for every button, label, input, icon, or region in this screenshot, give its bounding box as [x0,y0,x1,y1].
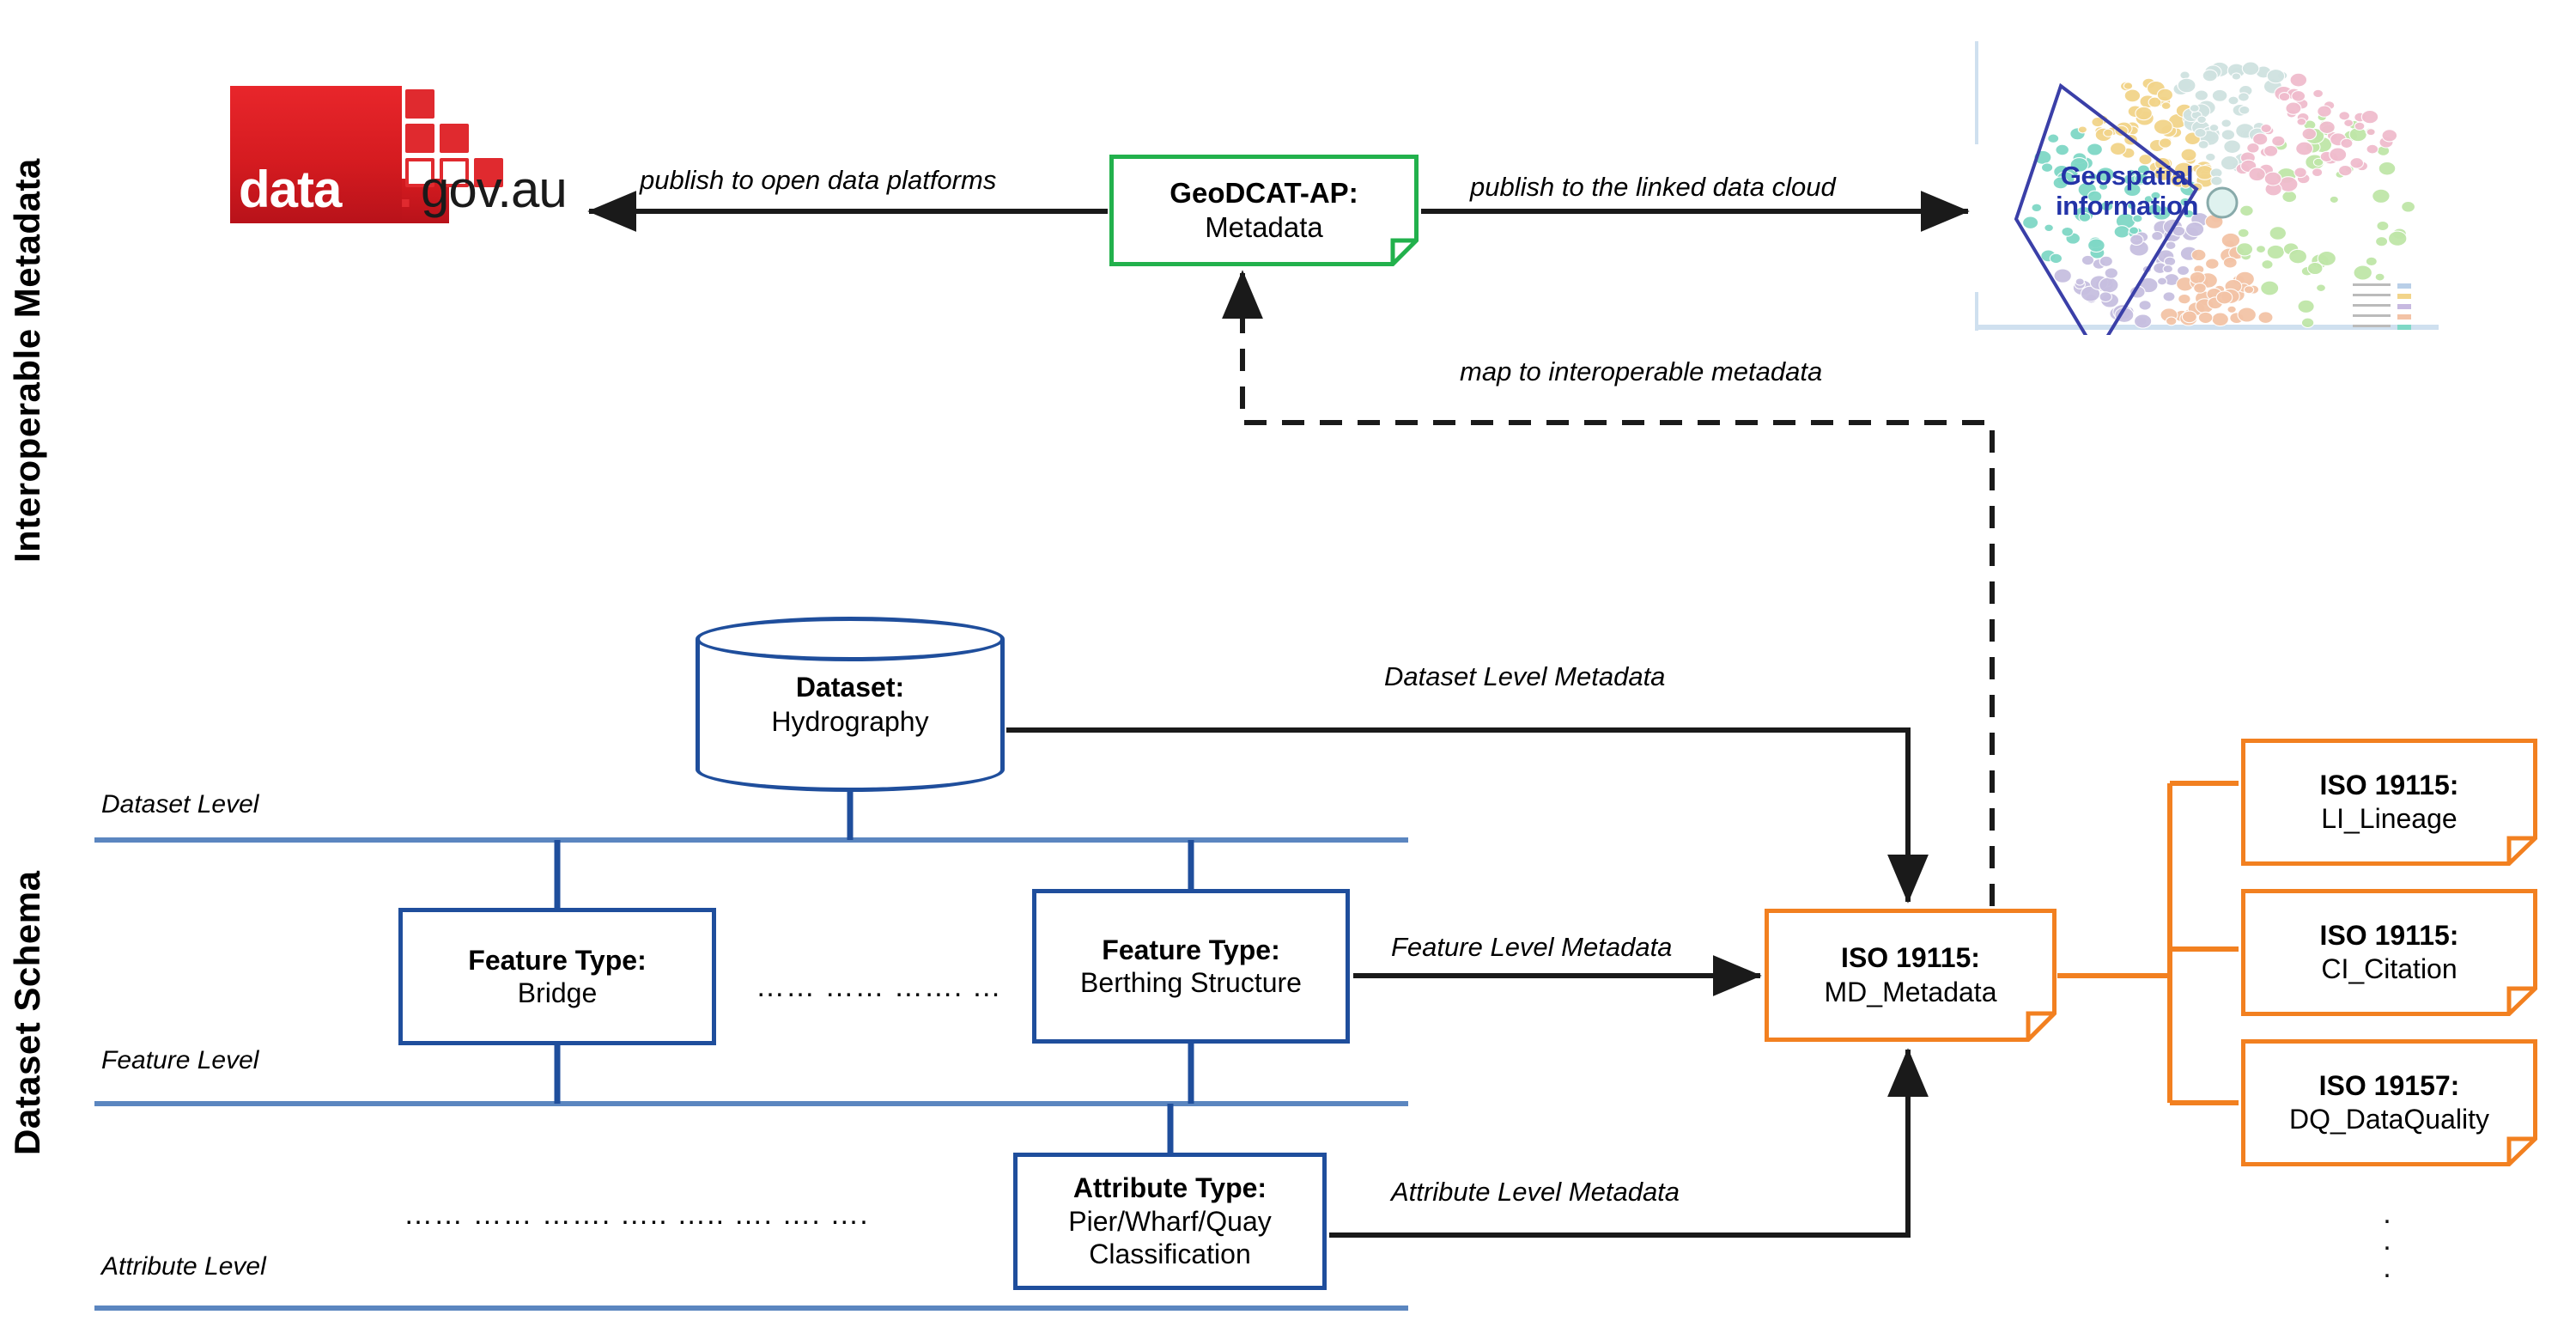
geodcat-ap-note-shape [1109,155,1419,266]
attribute-type-subtitle: Pier/Wharf/Quay [1068,1205,1272,1237]
edge-label-map-interoperable: map to interoperable metadata [1460,356,1823,386]
attribute-type-subtitle2: Classification [1089,1239,1251,1270]
logo-dot: . [398,161,413,218]
li-lineage-note-shape [2241,739,2537,866]
feature-bridge-subtitle: Bridge [517,977,598,1008]
edge-label-dataset-level-metadata: Dataset Level Metadata [1384,661,1666,691]
logo-wordmark-data: data [239,161,342,218]
level-label-dataset: Dataset Level [101,790,259,819]
dataset-subtitle: Hydrography [771,706,929,737]
li-lineage-subtitle: LI_Lineage [2321,803,2458,834]
lod-hub-node [2206,186,2239,219]
iso-19115-md-metadata-box[interactable]: ISO 19115: MD_Metadata [1765,909,2057,1042]
cylinder-bottom-cover [700,746,1000,770]
feature-berthing-title: Feature Type: [1102,934,1280,965]
section-label-interoperable-metadata: Interoperable Metadata [7,158,47,563]
dq-dataquality-note-shape [2241,1039,2537,1166]
ci-citation-title: ISO 19115: [2319,919,2459,951]
geodcat-ap-box[interactable]: GeoDCAT-AP: Metadata [1109,155,1419,266]
attribute-type-title: Attribute Type: [1072,1172,1267,1204]
feature-type-berthing-structure-box[interactable]: Feature Type: Berthing Structure [1032,889,1350,1044]
edge-label-attribute-level-metadata: Attribute Level Metadata [1391,1177,1680,1207]
dq-dataquality-subtitle: DQ_DataQuality [2289,1104,2489,1135]
arrow-dataset-level-metadata [1006,727,1929,904]
lod-frame-bottom [1975,325,2439,330]
edge-label-publish-open-data: publish to open data platforms [640,165,997,195]
cylinder-bottom-ellipse [696,747,1005,792]
logo-square-4 [440,124,469,153]
logo-square-3 [405,158,434,187]
data-gov-au-logo: data . gov.au [230,86,591,223]
edge-label-publish-linked-cloud: publish to the linked data cloud [1470,172,1836,202]
md-metadata-subtitle: MD_Metadata [1824,976,1997,1007]
ci-citation-note-shape [2241,889,2537,1016]
iso-19157-dq-dataquality-box[interactable]: ISO 19157: DQ_DataQuality [2241,1039,2537,1166]
li-lineage-title: ISO 19115: [2319,769,2459,800]
md-metadata-title: ISO 19115: [1841,942,1980,974]
attribute-row-ellipsis: …… …… ……. ….. ….. …. …. …. [404,1198,869,1231]
logo-wordmark-govau: gov.au [421,161,568,218]
geospatial-information-callout-label: Geospatial information [2055,161,2199,221]
logo-square-2 [405,124,434,153]
ci-citation-subtitle: CI_Citation [2321,953,2458,984]
dataset-cylinder-label: Dataset: Hydrography [696,670,1005,739]
cylinder-top-ellipse [696,617,1005,661]
level-label-attribute: Attribute Level [101,1252,266,1281]
dataset-cylinder[interactable]: Dataset: Hydrography [696,617,1005,793]
feature-row-ellipsis: …… …… ……. … [756,971,1002,1003]
feature-bridge-title: Feature Type: [468,944,647,976]
attribute-type-box[interactable]: Attribute Type: Pier/Wharf/Quay Classifi… [1013,1153,1327,1290]
iso-19115-ci-citation-box[interactable]: ISO 19115: CI_Citation [2241,889,2537,1016]
md-metadata-note-shape [1765,909,2057,1042]
logo-square-1 [405,89,434,119]
lod-cloud-graph [2014,61,2416,335]
feature-type-bridge-box[interactable]: Feature Type: Bridge [398,908,716,1045]
level-label-feature: Feature Level [101,1046,259,1074]
edge-label-feature-level-metadata: Feature Level Metadata [1391,932,1673,962]
lod-legend [2353,283,2411,330]
logo-square-6 [474,158,503,187]
iso-boxes-vertical-ellipsis: ... [2383,1197,2391,1284]
linked-open-data-cloud-image: Geospatial information [1975,34,2439,335]
dq-dataquality-title: ISO 19157: [2318,1069,2460,1101]
geodcat-ap-title: GeoDCAT-AP: [1170,176,1358,209]
logo-square-5 [440,158,469,187]
iso-19115-li-lineage-box[interactable]: ISO 19115: LI_Lineage [2241,739,2537,866]
dataset-title: Dataset: [795,672,905,703]
lod-frame-left-top [1975,41,1978,144]
feature-berthing-subtitle: Berthing Structure [1080,967,1302,998]
logo-red-block [230,86,402,223]
section-label-dataset-schema: Dataset Schema [7,870,47,1156]
geospatial-callout-polygon [2014,82,2199,335]
geodcat-ap-subtitle: Metadata [1205,211,1323,243]
